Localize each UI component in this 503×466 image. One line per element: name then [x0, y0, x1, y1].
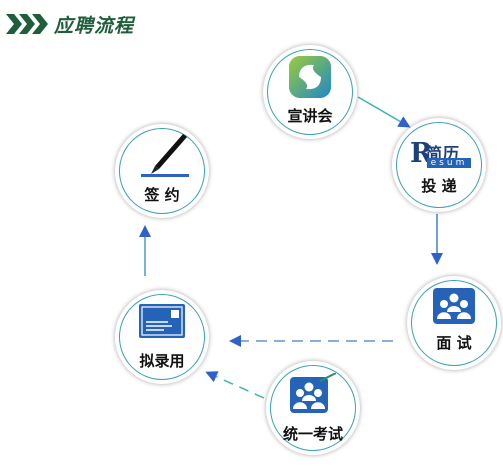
resume-icon: R 简历 esum [410, 138, 472, 170]
node-label: 统一考试 [282, 425, 343, 443]
arrow-xuanjianghui-to-toudi [357, 96, 411, 128]
node-label: 签 约 [144, 186, 180, 204]
page-header: 应聘流程 [4, 10, 134, 38]
node-xuanjianghui: 宣讲会 [263, 45, 357, 139]
offer-letter-icon [139, 304, 185, 338]
node-qianyue: 签 约 [115, 124, 209, 218]
chevron-arrows-icon [4, 12, 50, 36]
node-tongyikaoshi: 统一考试 [266, 361, 360, 455]
node-mianshi: 面 试 [407, 276, 501, 370]
page-title: 应聘流程 [54, 14, 135, 37]
node-label: 面 试 [436, 334, 472, 352]
node-toudi: R 简历 esum 投 递 [392, 118, 486, 212]
node-niluyong: 拟录用 [115, 290, 209, 384]
arrow-exam-to-niluyong [205, 371, 265, 399]
resume-icon-sub-text: esum [427, 158, 471, 168]
node-label: 拟录用 [139, 352, 185, 370]
resume-icon-letter: R [410, 138, 433, 169]
exam-group-icon [290, 373, 336, 413]
pen-sign-icon [141, 134, 189, 177]
node-label: 宣讲会 [287, 107, 333, 125]
node-label: 投 递 [421, 177, 457, 195]
interview-group-icon [433, 288, 475, 324]
presentation-logo-icon [289, 56, 331, 98]
